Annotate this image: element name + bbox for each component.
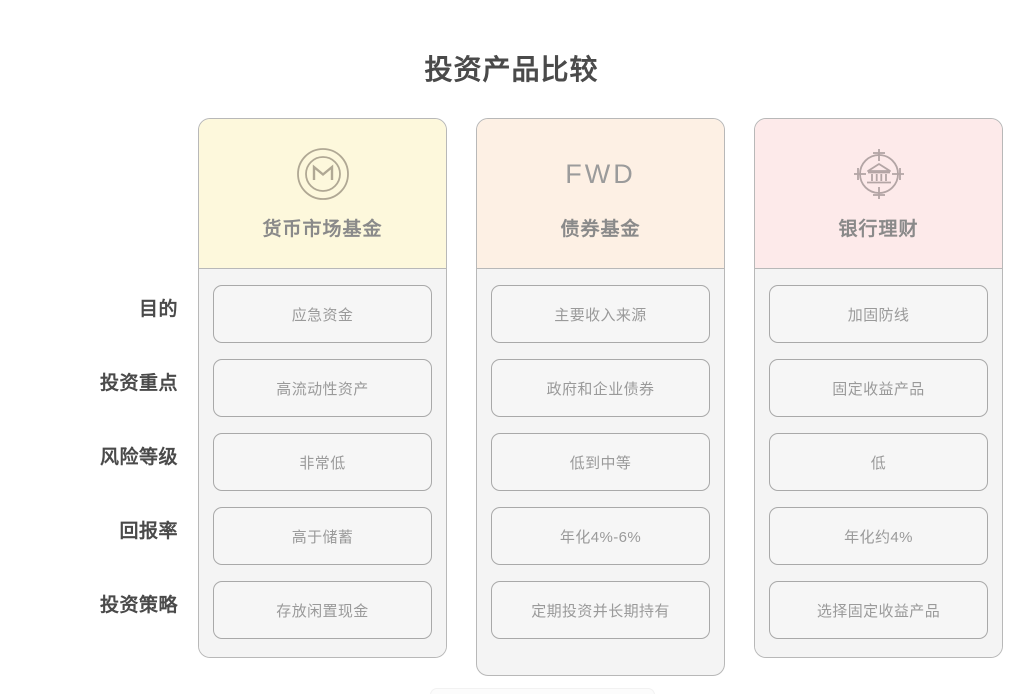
product-card-bank-wealth-management[interactable]: 银行理财 加固防线 固定收益产品 低 年化约4% 选择固定收益产品: [754, 118, 1003, 658]
fwd-wordmark-icon: FWD: [565, 146, 635, 202]
cell-money-investment-focus[interactable]: 高流动性资产: [213, 359, 432, 417]
cell-bond-purpose[interactable]: 主要收入来源: [491, 285, 710, 343]
cell-bank-purpose[interactable]: 加固防线: [769, 285, 988, 343]
product-card-bond-fund[interactable]: FWD 债券基金 主要收入来源 政府和企业债券 低到中等 年化4%-6% 定期投…: [476, 118, 725, 676]
page-title: 投资产品比较: [424, 54, 599, 85]
cell-money-risk-level[interactable]: 非常低: [213, 433, 432, 491]
cell-bank-investment-strategy[interactable]: 选择固定收益产品: [769, 581, 988, 639]
card-title-money-market-fund: 货币市场基金: [262, 219, 383, 240]
cell-bond-investment-focus[interactable]: 政府和企业债券: [491, 359, 710, 417]
row-label-investment-focus: 投资重点: [99, 372, 178, 394]
card-body-bank-wealth-management: 加固防线 固定收益产品 低 年化约4% 选择固定收益产品: [755, 269, 1002, 657]
row-label-purpose: 目的: [138, 298, 178, 320]
card-header-money-market-fund: 货币市场基金: [199, 119, 446, 269]
card-header-bank-wealth-management: 银行理财: [755, 119, 1002, 269]
product-cards: 货币市场基金 应急资金 高流动性资产 非常低 高于储蓄 存放闲置现金 FWD 债…: [196, 118, 1003, 676]
card-header-bond-fund: FWD 债券基金: [477, 119, 724, 269]
cell-money-return-rate[interactable]: 高于储蓄: [213, 507, 432, 565]
card-body-bond-fund: 主要收入来源 政府和企业债券 低到中等 年化4%-6% 定期投资并长期持有: [477, 269, 724, 657]
row-label-investment-strategy: 投资策略: [99, 594, 178, 616]
fwd-wordmark-text: FWD: [565, 158, 636, 189]
cell-money-investment-strategy[interactable]: 存放闲置现金: [213, 581, 432, 639]
card-title-bond-fund: 债券基金: [560, 219, 641, 240]
cell-bond-risk-level[interactable]: 低到中等: [491, 433, 710, 491]
bottom-partial-element: [430, 688, 655, 694]
cell-bond-return-rate[interactable]: 年化4%-6%: [491, 507, 710, 565]
cell-money-purpose[interactable]: 应急资金: [213, 285, 432, 343]
comparison-grid: 目的 投资重点 风险等级 回报率 投资策略 货币市场基金: [20, 118, 1003, 676]
cell-bank-risk-level[interactable]: 低: [769, 433, 988, 491]
coin-m-icon: [295, 146, 351, 202]
row-label-return-rate: 回报率: [119, 520, 178, 542]
card-body-money-market-fund: 应急资金 高流动性资产 非常低 高于储蓄 存放闲置现金: [199, 269, 446, 657]
cell-bank-return-rate[interactable]: 年化约4%: [769, 507, 988, 565]
bank-target-icon: [851, 146, 907, 202]
cell-bank-investment-focus[interactable]: 固定收益产品: [769, 359, 988, 417]
row-label-column: 目的 投资重点 风险等级 回报率 投资策略: [20, 118, 196, 640]
cell-bond-investment-strategy[interactable]: 定期投资并长期持有: [491, 581, 710, 639]
product-card-money-market-fund[interactable]: 货币市场基金 应急资金 高流动性资产 非常低 高于储蓄 存放闲置现金: [198, 118, 447, 658]
row-label-risk-level: 风险等级: [99, 446, 178, 468]
card-title-bank-wealth-management: 银行理财: [838, 219, 919, 240]
